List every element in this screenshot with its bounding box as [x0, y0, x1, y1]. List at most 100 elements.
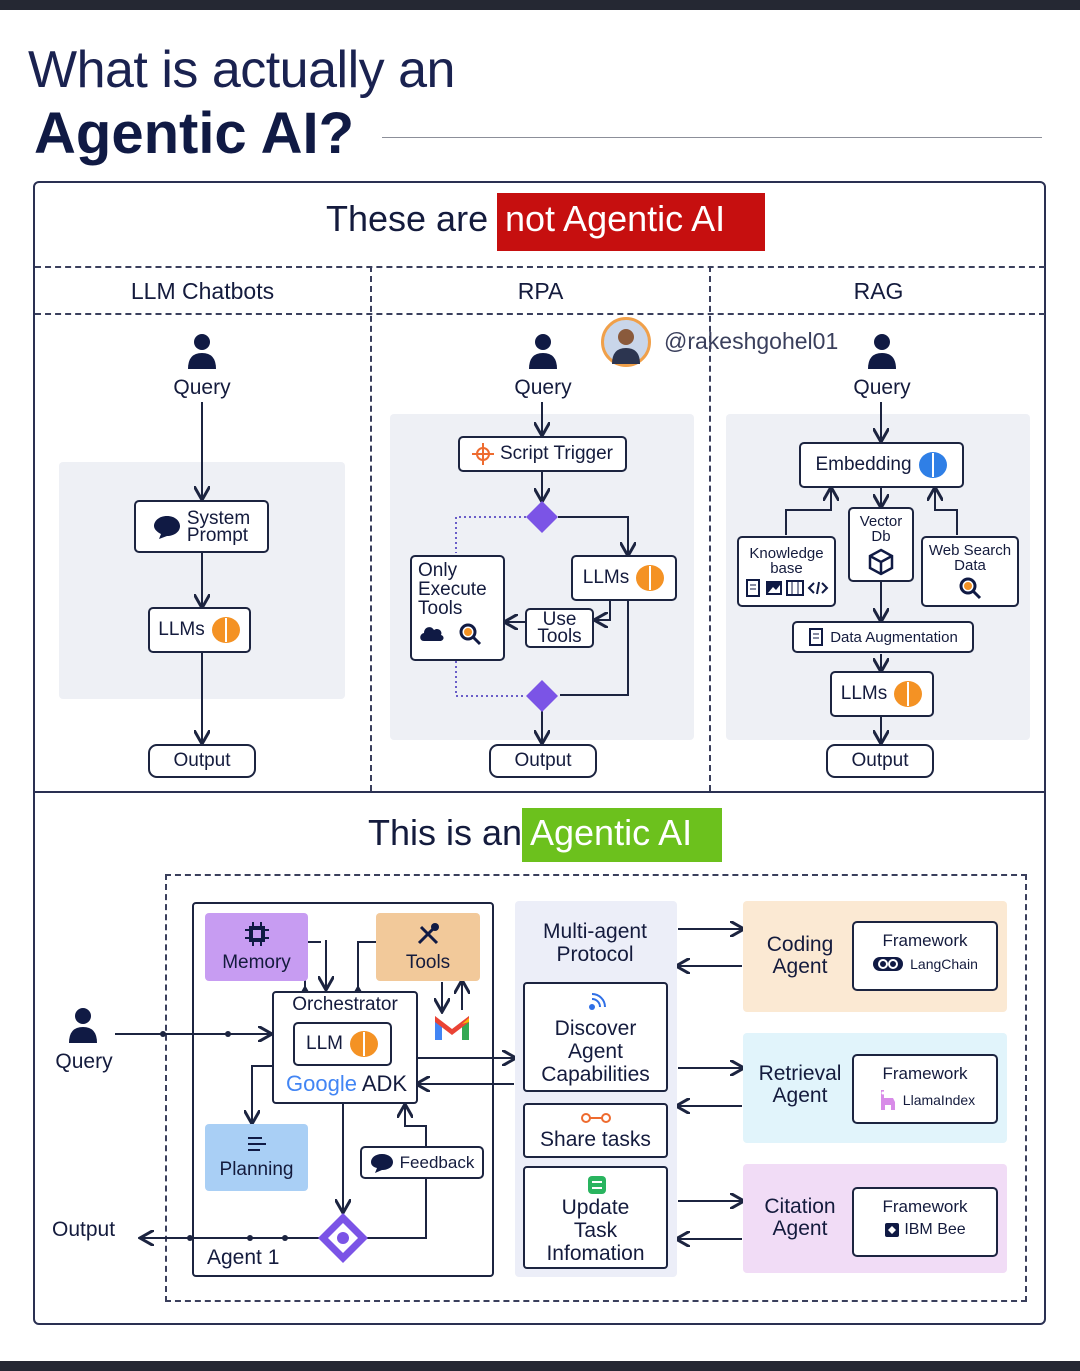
citation-framework-box: Framework IBM Bee [852, 1187, 998, 1257]
avatar [601, 317, 651, 367]
not-agentic-highlight [497, 193, 765, 251]
top-bar [0, 0, 1080, 10]
memory-card: Memory [205, 913, 308, 981]
col-title-chatbots: LLM Chatbots [130, 278, 275, 304]
agentic-highlight [522, 808, 722, 862]
protocol-label: Multi-agent Protocol [543, 920, 647, 966]
citation-agent-label: Citation Agent [764, 1195, 836, 1240]
document-icon [809, 628, 824, 646]
planning-label: Planning [219, 1159, 294, 1180]
dashed-line-top [35, 266, 1045, 268]
planning-card: Planning [205, 1124, 308, 1191]
adk-label: ADK [361, 1071, 408, 1096]
chatbots-output-box: Output [148, 744, 256, 778]
share-tasks-box: Share tasks [523, 1103, 668, 1158]
llm-label: LLM [306, 1033, 343, 1054]
only-execute-tools-label: Only Execute Tools [418, 560, 487, 619]
list-icon [247, 1137, 266, 1151]
bottom-heading-highlight: Agentic AI [530, 812, 693, 853]
chatbots-llms-box: LLMs [148, 607, 251, 653]
rag-query-label: Query [853, 376, 911, 399]
embedding-label: Embedding [815, 454, 912, 475]
gmail-icon [433, 1012, 471, 1042]
use-tools-box: Use Tools [525, 608, 594, 648]
brain-icon [894, 681, 923, 707]
update-task-box: Update Task Infomation [523, 1166, 668, 1269]
update-task-label: Update Task Infomation [546, 1196, 645, 1265]
chatbots-llms-label: LLMs [158, 619, 205, 640]
orchestrator-label: Orchestrator [292, 994, 398, 1015]
user-icon [67, 1007, 99, 1043]
brain-icon [349, 1031, 378, 1057]
chatbots-query-label: Query [173, 376, 231, 399]
share-tasks-label: Share tasks [540, 1128, 651, 1151]
chatbots-output-label: Output [173, 750, 231, 771]
title-rule [382, 137, 1042, 138]
coding-framework-name: LangChain [910, 956, 978, 972]
title-line-1: What is actually an [28, 41, 455, 99]
agent-1-frame [192, 902, 494, 1277]
agentic-query-label: Query [55, 1050, 113, 1073]
retrieval-framework-name: LlamaIndex [902, 1092, 976, 1108]
agentic-output-label: Output [52, 1218, 116, 1241]
rpa-output-label: Output [514, 750, 572, 771]
ibm-bee-icon [885, 1223, 900, 1237]
bottom-heading-prefix: This is an [368, 812, 523, 853]
rag-output-box: Output [826, 744, 934, 778]
image-icon [766, 581, 782, 595]
tools-label: Tools [405, 952, 451, 973]
cloud-icon [420, 627, 444, 641]
agentic-system-frame [165, 874, 1027, 1302]
search-icon [959, 577, 982, 600]
document-icon [746, 579, 760, 597]
rag-output-label: Output [851, 750, 909, 771]
only-execute-tools-box: Only Execute Tools [410, 555, 505, 661]
signal-icon [589, 993, 606, 1010]
discover-box: Discover Agent Capabilities [523, 982, 668, 1092]
knowledge-base-box: Knowledge base [737, 536, 836, 607]
user-icon [186, 333, 218, 369]
column-divider-1 [370, 266, 372, 791]
chat-bubble-icon [153, 515, 180, 539]
col-title-rpa: RPA [517, 278, 564, 304]
vector-db-box: Vector Db [848, 507, 914, 582]
system-prompt-box: System Prompt [134, 500, 269, 553]
user-icon [866, 333, 898, 369]
knowledge-base-label: Knowledge base [749, 545, 824, 577]
llama-icon [880, 1090, 895, 1110]
embedding-box: Embedding [799, 442, 964, 488]
retrieval-agent-label: Retrieval Agent [758, 1062, 842, 1107]
rpa-llms-label: LLMs [582, 567, 630, 588]
brain-icon [636, 565, 665, 591]
feedback-box: Feedback [360, 1146, 484, 1179]
top-heading-prefix: These are [326, 198, 489, 239]
feedback-label: Feedback [399, 1152, 475, 1172]
use-tools-label: Use Tools [537, 609, 582, 647]
rpa-query-label: Query [514, 376, 572, 399]
citation-framework-title: Framework [882, 1197, 968, 1216]
google-wordmark: Google [286, 1071, 357, 1096]
coding-framework-title: Framework [882, 931, 968, 950]
agent-1-label: Agent 1 [207, 1246, 280, 1269]
trigger-icon [472, 443, 494, 465]
data-augmentation-label: Data Augmentation [830, 628, 958, 646]
coding-framework-box: Framework LangChain [852, 921, 998, 991]
search-icon [459, 623, 482, 646]
rag-llms-box: LLMs [830, 671, 934, 717]
chat-bubble-icon [370, 1153, 393, 1173]
brain-icon [918, 452, 947, 478]
retrieval-framework-box: Framework LlamaIndex [852, 1054, 998, 1124]
task-icon [588, 1176, 606, 1194]
main-frame [33, 181, 1046, 1325]
memory-label: Memory [222, 952, 291, 973]
retrieval-framework-title: Framework [882, 1064, 968, 1083]
rag-llms-label: LLMs [840, 683, 888, 704]
script-trigger-box: Script Trigger [458, 436, 627, 472]
author-handle: @rakeshgohel01 [664, 328, 839, 354]
section-divider [33, 791, 1046, 793]
video-icon [786, 580, 804, 596]
dashed-line-mid [35, 313, 1045, 315]
google-adk-logo: Google ADK [286, 1071, 407, 1097]
langchain-icon [873, 957, 904, 971]
